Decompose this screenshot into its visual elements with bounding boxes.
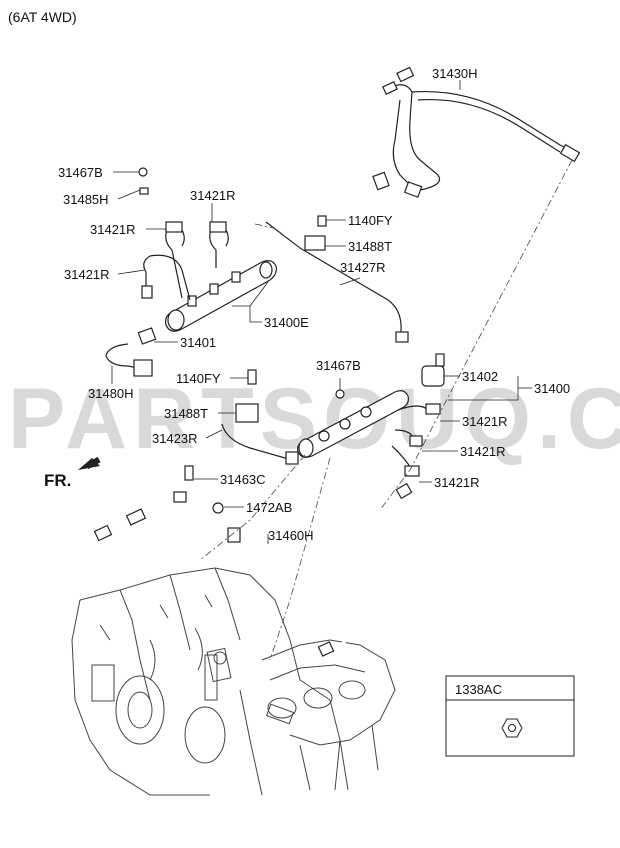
alignment-line-3 [269,457,331,661]
callout-31421r-right-3: 31421R [434,475,480,490]
callout-31467b-lower: 31467B [316,358,361,373]
callout-31430h: 31430H [432,66,478,81]
fuel-rail-31400e [137,260,277,345]
fuel-rail-31400 [297,353,445,458]
callout-31423r: 31423R [152,431,198,446]
callout-31485h: 31485H [63,192,109,207]
callout-31400e: 31400E [264,315,309,330]
pipe-31423r-end [285,451,299,465]
callout-1140fy-lower: 1140FY [176,371,221,386]
nut-icon [501,718,523,738]
bolt-1140fy-lower [247,369,257,385]
alignment-line-1 [379,159,573,511]
part-31485h [139,187,149,195]
bolt-1140fy-top [317,215,327,227]
alignment-line-2 [199,454,306,561]
callout-31463c: 31463C [220,472,266,487]
clamp-31488t-top [304,235,326,251]
sensor-31463c [184,465,194,481]
high-pressure-pipe-31430h [372,66,581,198]
callout-31421r-right-2: 31421R [460,444,506,459]
callout-1472ab: 1472AB [246,500,292,515]
callout-31421r-mid: 31421R [90,222,136,237]
callout-31488t-lower: 31488T [164,406,208,421]
callout-31460h: 31460H [268,528,314,543]
engine-block-illustration [71,567,396,796]
front-direction-label: FR. [44,471,71,490]
alignment-line-4 [254,223,301,249]
leader-lines [111,80,532,544]
injector-pipes-right [391,403,441,500]
pipe-31460h [93,491,412,657]
pipe-31423r [221,423,293,461]
injector-pipes-left [105,221,229,377]
callout-1140fy-top: 1140FY [348,213,393,228]
callout-31488t-top: 31488T [348,239,392,254]
clamp-31488t-lower [235,403,259,423]
part-1472ab [212,502,224,514]
callout-31402: 31402 [462,369,498,384]
callout-31421r-left: 31421R [64,267,110,282]
part-31467b-top [138,167,148,177]
callout-31480h: 31480H [88,386,134,401]
part-31467b-lower [335,389,345,399]
callout-31427r: 31427R [340,260,386,275]
inset-box-1338ac: 1338AC [445,675,575,757]
callout-31421r-top: 31421R [190,188,236,203]
inset-label: 1338AC [455,682,502,697]
callout-31467b-top: 31467B [58,165,103,180]
callout-31421r-right-1: 31421R [462,414,508,429]
callout-31400: 31400 [534,381,570,396]
callout-31401: 31401 [180,335,216,350]
variant-label: (6AT 4WD) [8,9,77,25]
pipe-31427r-end [395,331,409,343]
